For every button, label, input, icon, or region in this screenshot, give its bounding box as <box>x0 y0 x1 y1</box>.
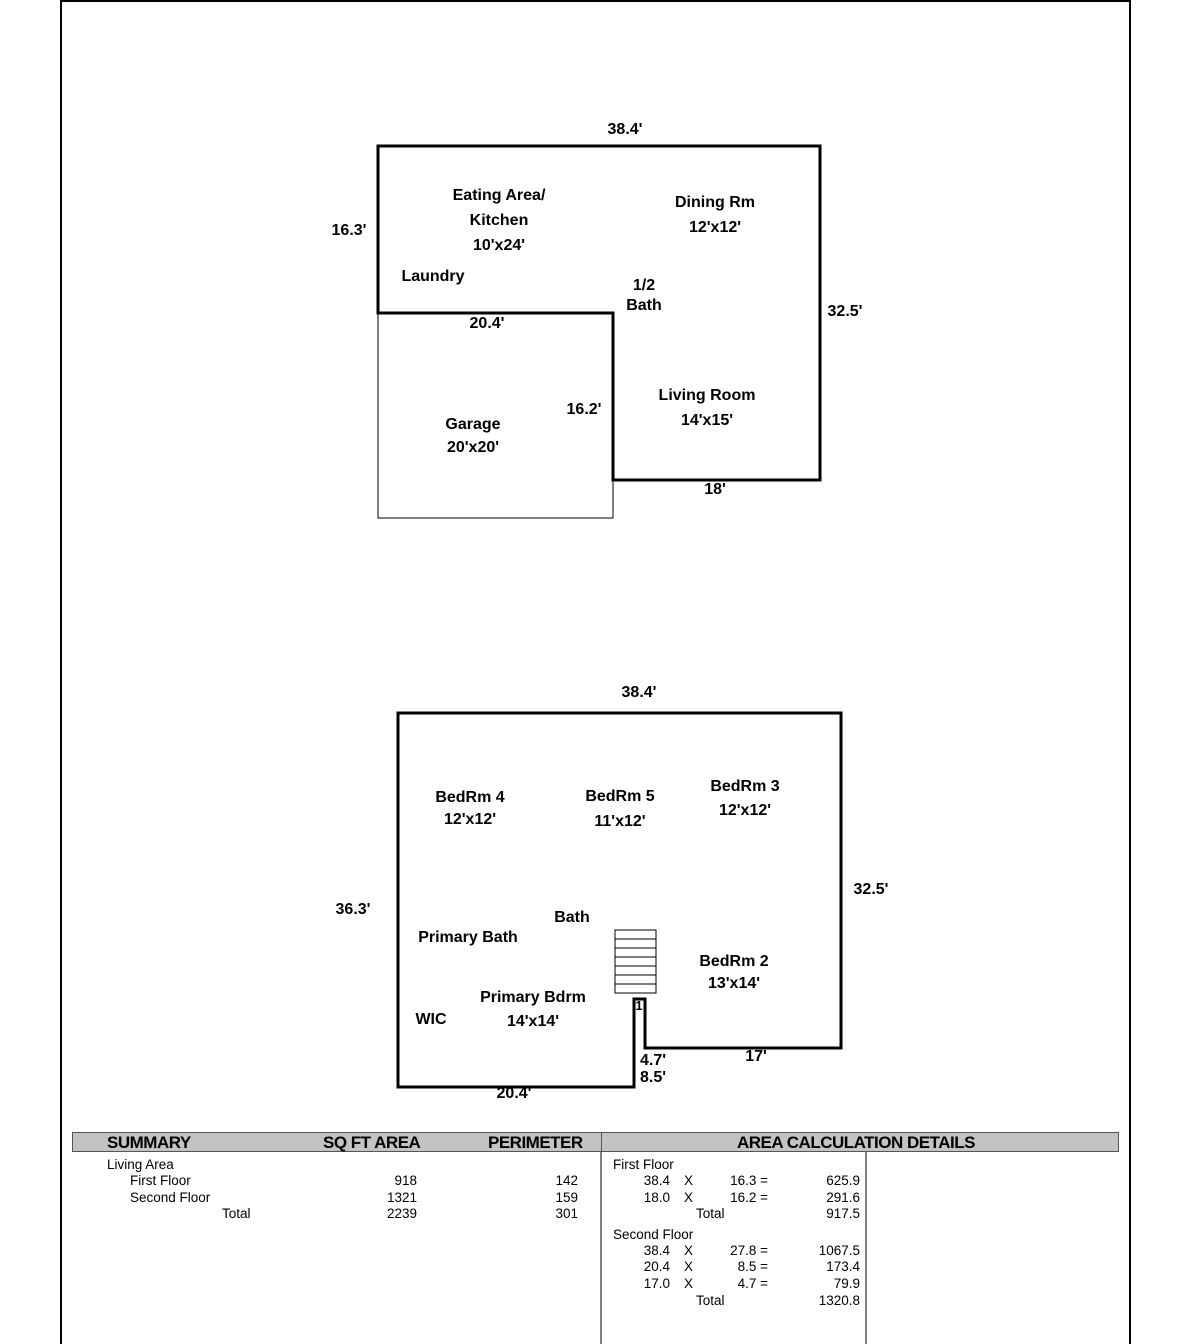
room-label-bedroom-5: BedRm 5 11'x12' <box>585 784 654 834</box>
room-size: 20'x20' <box>446 439 500 456</box>
calc-result: 625.9 <box>826 1173 860 1188</box>
calc-value: 8.5 = <box>737 1259 768 1274</box>
dim-label: 20.4' <box>496 1085 532 1102</box>
room-name: Primary Bath <box>418 929 518 946</box>
room-size: 14'x15' <box>680 412 734 429</box>
room-name: 1/2 <box>632 277 656 294</box>
calc-operator: X <box>684 1173 694 1188</box>
room-name: Eating Area/ <box>452 187 546 204</box>
room-name: Dining Rm <box>675 194 755 211</box>
details-header-bar <box>601 1132 1119 1152</box>
room-name: Living Room <box>658 387 756 404</box>
second-floor-outline <box>396 711 843 1089</box>
dim-label: 17' <box>745 1048 767 1065</box>
details-floor: First Floor <box>613 1157 674 1172</box>
calc-value: 38.4 <box>643 1243 670 1258</box>
group-label: Living Area <box>107 1157 174 1172</box>
row-perimeter: 142 <box>555 1173 578 1188</box>
room-size: 14'x14' <box>506 1013 560 1030</box>
room-label-primary-bedroom: Primary Bdrm 14'x14' <box>480 986 586 1034</box>
calc-total: 917.5 <box>826 1206 860 1221</box>
calc-value: 27.8 = <box>730 1243 768 1258</box>
perimeter-header: PERIMETER <box>488 1133 583 1152</box>
room-size: 12'x12' <box>443 811 497 828</box>
room-name: Laundry <box>401 268 465 285</box>
room-size: 12'x12' <box>718 802 772 819</box>
row-area: 2239 <box>386 1206 417 1221</box>
calc-value: 38.4 <box>643 1173 670 1188</box>
row-perimeter: 301 <box>555 1206 578 1221</box>
room-name: BedRm 5 <box>585 788 655 805</box>
room-size: 12'x12' <box>688 219 742 236</box>
calc-value: 20.4 <box>643 1259 670 1274</box>
room-label-primary-bath: Primary Bath <box>418 925 518 950</box>
room-size: 11'x12' <box>594 813 646 830</box>
calc-value: 16.3 = <box>730 1173 768 1188</box>
room-label-garage: Garage 20'x20' <box>445 413 500 459</box>
area-header: SQ FT AREA <box>323 1133 421 1152</box>
room-label-wic: WIC <box>415 1007 446 1032</box>
room-label-living: Living Room 14'x15' <box>659 383 756 433</box>
calc-result: 1067.5 <box>818 1243 860 1258</box>
room-name: BedRm 2 <box>699 953 769 970</box>
dim-label: 1 <box>635 998 643 1013</box>
row-area: 1321 <box>386 1190 417 1205</box>
dim-label: 4.7' <box>639 1052 667 1069</box>
room-size: 13'x14' <box>707 975 761 992</box>
calc-operator: X <box>684 1259 694 1274</box>
row-label: Total <box>222 1206 251 1221</box>
row-perimeter: 159 <box>555 1190 578 1205</box>
room-name: WIC <box>415 1011 447 1028</box>
room-label-dining: Dining Rm 12'x12' <box>675 190 755 240</box>
calc-value: 4.7 = <box>737 1276 768 1291</box>
calc-value: 18.0 <box>643 1190 670 1205</box>
room-name: Garage <box>445 416 501 433</box>
calc-result: 79.9 <box>833 1276 860 1291</box>
room-label-bedroom-4: BedRm 4 12'x12' <box>435 787 504 831</box>
room-label-laundry: Laundry <box>401 264 464 289</box>
dim-label: 36.3' <box>335 901 371 918</box>
calc-result: 291.6 <box>826 1190 860 1205</box>
dim-label: 8.5' <box>639 1069 667 1086</box>
calc-result: 173.4 <box>826 1259 860 1274</box>
room-name: Bath <box>554 909 590 926</box>
dim-label: 16.3' <box>331 222 367 239</box>
room-name: Primary Bdrm <box>480 989 586 1006</box>
dim-label: 32.5' <box>827 303 863 320</box>
room-label-bath: Bath <box>554 905 590 930</box>
dim-label: 18' <box>704 481 726 498</box>
calc-total: 1320.8 <box>818 1293 860 1308</box>
calc-operator: X <box>684 1276 694 1291</box>
room-size: 10'x24' <box>472 237 526 254</box>
room-name: BedRm 4 <box>435 789 505 806</box>
calc-value: 17.0 <box>643 1276 670 1291</box>
first-floor-outline <box>376 144 822 482</box>
row-area: 918 <box>394 1173 417 1188</box>
room-label-kitchen: Eating Area/Kitchen 10'x24' <box>453 183 546 258</box>
row-label: Second Floor <box>130 1190 211 1205</box>
calc-operator: X <box>684 1243 694 1258</box>
dim-label: 16.2' <box>566 401 602 418</box>
calc-operator: X <box>684 1190 694 1205</box>
details-floor: Second Floor <box>613 1227 694 1242</box>
calc-value: 16.2 = <box>730 1190 768 1205</box>
dim-label: 20.4' <box>469 315 505 332</box>
room-label-bedroom-3: BedRm 3 12'x12' <box>710 775 779 823</box>
calc-total-label: Total <box>696 1293 725 1308</box>
details-header: AREA CALCULATION DETAILS <box>737 1133 975 1152</box>
room-name: BedRm 3 <box>710 778 780 795</box>
dim-label: 38.4' <box>607 121 643 138</box>
room-name: Kitchen <box>469 212 529 229</box>
room-name: Bath <box>626 297 662 314</box>
dim-label: 38.4' <box>621 684 657 701</box>
summary-header: SUMMARY <box>107 1133 191 1152</box>
row-label: First Floor <box>130 1173 191 1188</box>
calc-total-label: Total <box>696 1206 725 1221</box>
stairs-icon <box>614 929 657 994</box>
dim-label: 32.5' <box>853 881 889 898</box>
room-label-bedroom-2: BedRm 2 13'x14' <box>699 951 768 995</box>
